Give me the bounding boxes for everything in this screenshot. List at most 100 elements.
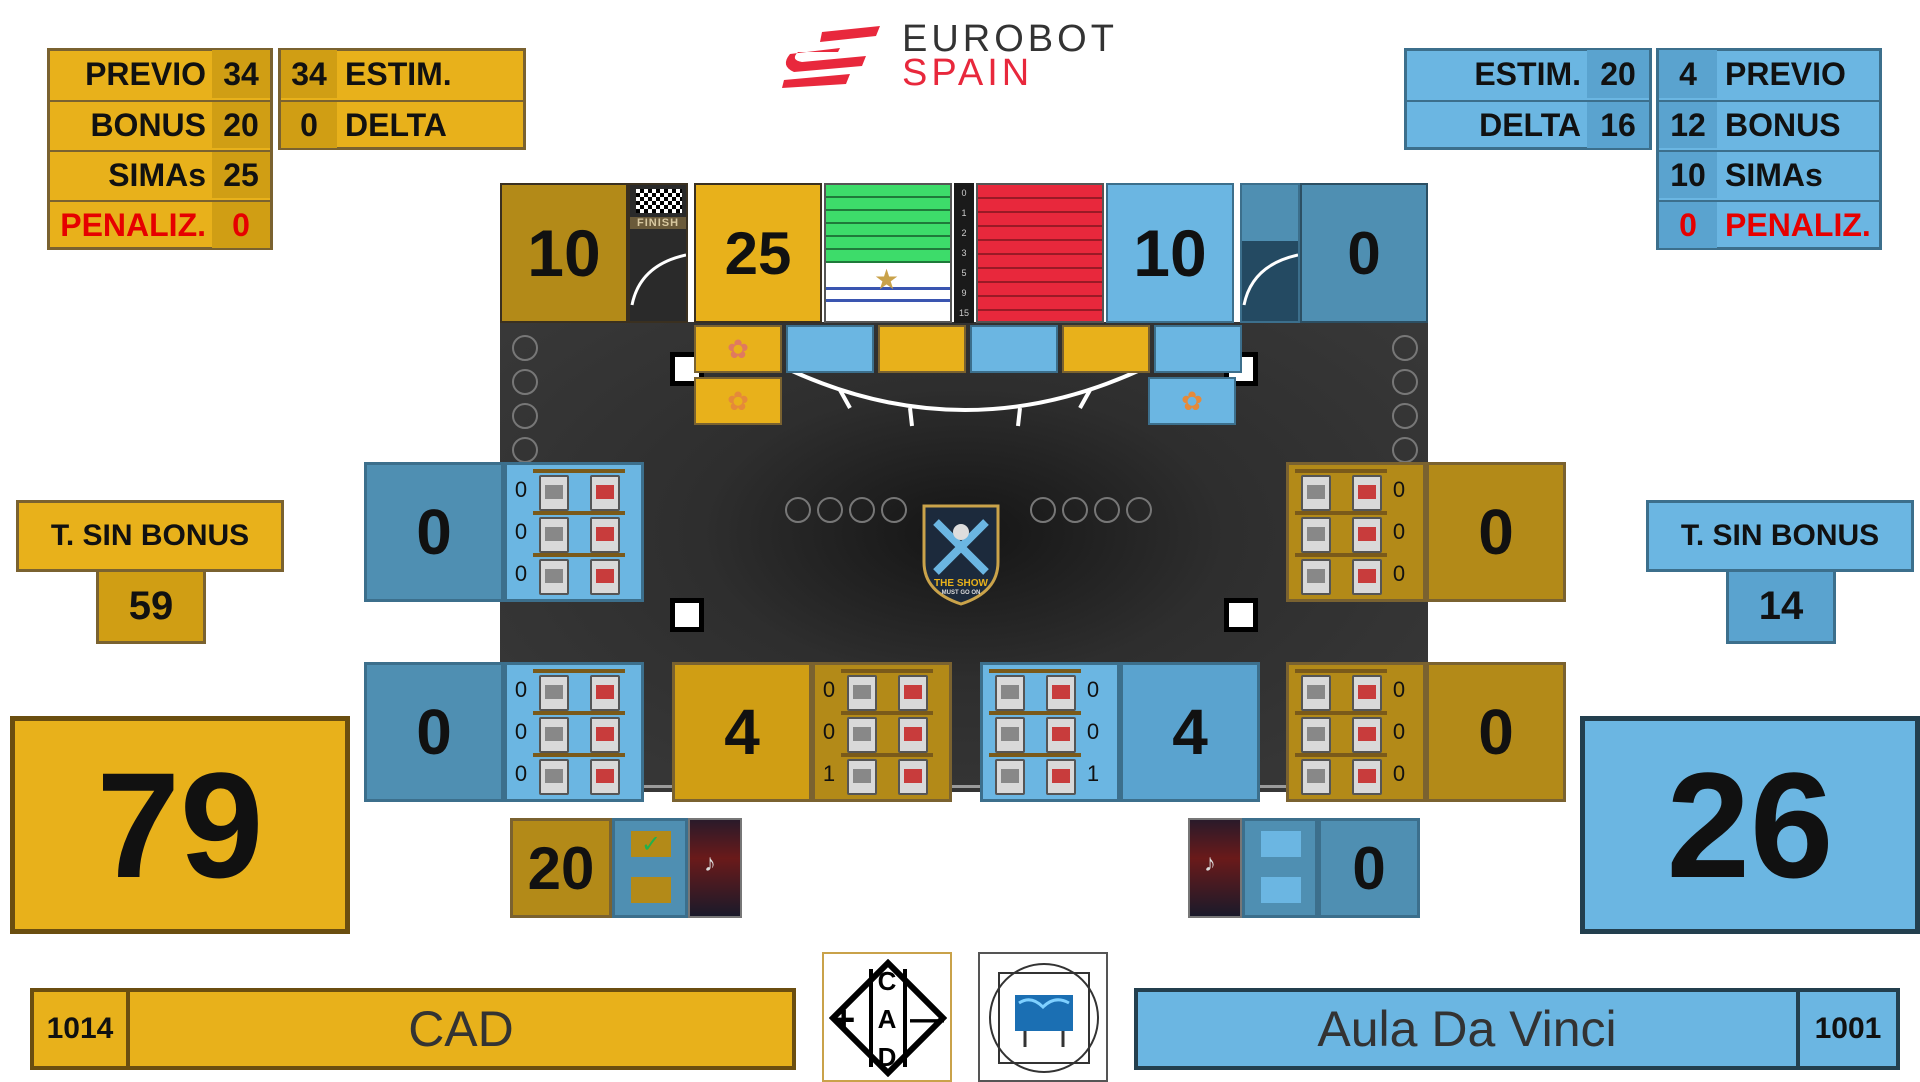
shelf-row: 0 [821,711,943,753]
left-bonus-value: 20 [212,100,270,148]
marker-circle [512,369,538,395]
shelf-count: 0 [514,719,528,744]
can-icon [1300,717,1331,753]
can-icon [1351,517,1382,553]
mid-left-shelves: 0 0 1 [812,662,952,802]
check-icon: ✓ [640,830,662,858]
shelf-row: 0 [513,753,635,795]
shelf-count: 0 [514,477,528,502]
can-icon [846,717,877,753]
plant-tile-left-lower: ✿ [694,377,782,425]
banner-check-slot: ✓ [631,830,671,858]
right-finish-slot [1242,185,1298,241]
can-icon [589,717,620,753]
marker-circle [849,497,875,523]
left-team-number: 1014 [34,992,130,1066]
can-icon [1045,717,1076,753]
shelf-row: 0 [1295,711,1417,753]
right-banner-score: 0 [1318,818,1420,918]
left-side-circles [512,335,538,463]
right-lower-shelves: 0 0 0 [1286,662,1426,802]
right-team-bar [1134,988,1900,1070]
right-total-score: 26 [1580,716,1920,934]
center-circles-right [1030,497,1152,523]
shelf-row: 0 [989,711,1111,753]
shelf-row: 1 [821,753,943,795]
left-previo-value: 34 [212,50,270,98]
left-banner-card: ♪ [688,818,742,918]
left-penaliz-value: 0 [212,200,270,248]
thermo-scale-label: 9 [961,288,967,298]
shelf-row: 0 [513,469,635,511]
can-icon [589,559,620,595]
can-icon [897,717,928,753]
can-icon [589,517,620,553]
right-simas-label: SIMAs [1717,150,1879,198]
can-icon [1045,675,1076,711]
shelf-row: 0 [1295,669,1417,711]
right-lower-zone-score: 0 [1426,662,1566,802]
thermo-scale-label: 3 [961,248,967,258]
thermo-blue-line [826,299,950,302]
can-icon [589,675,620,711]
left-upper-shelves: 0 0 0 [504,462,644,602]
thermo-scale-label: 2 [961,228,967,238]
shelf-row: 0 [1295,553,1417,595]
can-icon [538,675,569,711]
left-previo-label: PREVIO [85,55,206,92]
marker-circle [1392,335,1418,361]
left-total-score: 79 [10,716,350,934]
shelf-row: 0 [513,711,635,753]
right-delta-label: DELTA [1407,100,1587,148]
finish-arc [630,253,686,306]
left-delta-label: DELTA [337,100,523,148]
plant-icon: ✿ [727,333,749,364]
marker-circle [1030,497,1056,523]
tile [878,325,966,373]
right-team-number: 1001 [1814,1012,1882,1045]
can-icon [897,759,928,795]
can-icon [538,475,569,511]
left-delta-value: 0 [281,100,337,148]
shelf-row: 0 [1295,511,1417,553]
shelf-count: 0 [1086,719,1100,744]
right-bonus-value: 12 [1659,100,1717,148]
star-icon: ★ [874,264,900,295]
right-team-name: Aula Da Vinci [1138,992,1800,1066]
can-icon [1351,559,1382,595]
shelf-count: 0 [1392,561,1406,586]
cad-letter-d: D [877,1042,897,1072]
can-icon [1045,759,1076,795]
left-sin-bonus-label: T. SIN BONUS [16,500,284,572]
shelf-count: 0 [514,761,528,786]
marker-circle [512,403,538,429]
can-icon [994,717,1025,753]
marker-circle [1392,369,1418,395]
thermo-scale-label: 1 [961,208,967,218]
left-team-bar [30,988,796,1070]
aruco-marker-icon [1224,598,1258,632]
shelf-row: 0 [513,669,635,711]
can-icon [1351,475,1382,511]
cad-minus: — [910,1000,944,1038]
marker-circle [785,497,811,523]
finish-flag-icon [636,189,682,213]
guitar-icon: ♪ [704,850,716,877]
shelf-row: 0 [1295,469,1417,511]
left-simas-label: SIMAs [50,150,212,198]
left-sin-bonus-value: 59 [96,572,206,644]
right-previo-label: PREVIO [1725,55,1846,92]
right-penaliz-label: PENALIZ. [1717,200,1879,248]
right-upper-shelves: 0 0 0 [1286,462,1426,602]
left-estim-label: ESTIM. [345,55,452,92]
mid-right-shelves: 0 0 1 [980,662,1120,802]
marker-circle [1392,403,1418,429]
tile [786,325,874,373]
can-icon [538,517,569,553]
thermo-scale-label: 15 [958,308,969,318]
left-upper-zone-score: 0 [364,462,504,602]
left-banner-slots: ✓ [612,818,688,918]
marker-circle [1062,497,1088,523]
right-upper-zone-score: 0 [1426,462,1566,602]
can-icon [1300,675,1331,711]
